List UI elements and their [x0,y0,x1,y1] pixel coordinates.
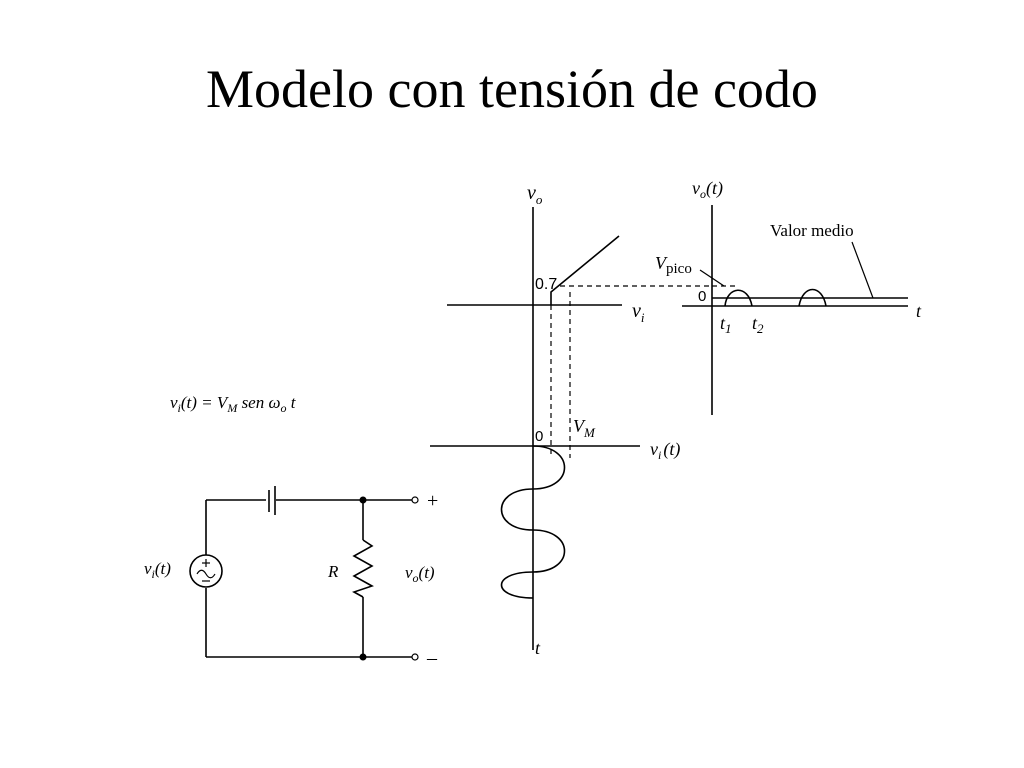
output-y-label: vo(t) [692,178,723,201]
minus-terminal-label: – [426,647,438,669]
input-equation: vi(t) = VM sen ωo t [170,393,297,415]
slide-title: Modelo con tensión de codo [206,59,818,119]
valor-medio-pointer [851,241,874,299]
junction-top [359,496,367,504]
source-label: vi(t) [144,559,171,581]
transfer-curve [550,235,620,305]
output-t-label: t [916,301,922,321]
junction-bottom [359,653,367,661]
t1-label: t1 [720,313,732,336]
vpico-pointer [699,269,725,287]
input-x-label: vi(t) [650,439,680,462]
circuit-output-label: vo(t) [405,563,435,585]
resistor-label: R [327,562,339,581]
vpico-label: Vpico [655,253,692,277]
vm-label: VM [573,416,596,440]
input-sine-wave [500,445,566,599]
output-terminal-bottom [411,653,419,661]
knee-voltage-label: 0.7 [535,276,557,293]
output-pulse-1 [724,289,753,307]
t2-label: t2 [752,313,764,336]
output-zero-label: 0 [698,288,706,305]
output-terminal-top [411,496,419,504]
source-symbol [189,554,223,588]
resistor-zigzag [352,539,374,598]
output-pulse-2 [798,288,827,307]
input-t-label: t [535,638,541,658]
input-zero-label: 0 [535,428,543,445]
transfer-y-label: vo [527,182,543,207]
transfer-x-label: vi [632,300,645,325]
valor-medio-label: Valor medio [770,221,854,240]
plus-terminal-label: + [427,490,438,512]
